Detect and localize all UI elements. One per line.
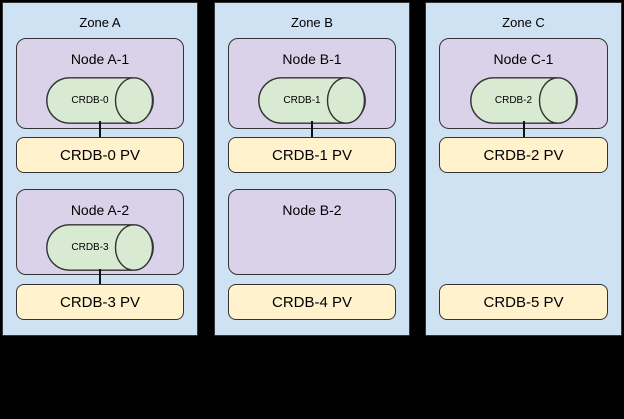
pod-crdb-3: CRDB-3 <box>46 224 154 271</box>
pod-crdb-0-label: CRDB-0 <box>71 95 109 106</box>
pv-crdb-0: CRDB-0 PV <box>16 137 184 173</box>
pod-pv-connector-b1 <box>311 121 313 138</box>
node-a-1-title: Node A-1 <box>70 51 130 67</box>
pod-crdb-1: CRDB-1 <box>258 77 366 124</box>
node-a-2-title: Node A-2 <box>70 202 130 218</box>
pod-pv-connector-a1 <box>99 121 101 138</box>
zone-a: Zone A Node A-1 CRDB-0 CRDB-0 PV Node A-… <box>2 2 198 336</box>
pod-pv-connector-a2 <box>99 269 101 285</box>
pod-crdb-2: CRDB-2 <box>469 77 578 124</box>
pod-crdb-3-label: CRDB-3 <box>71 242 109 253</box>
pv-crdb-2: CRDB-2 PV <box>439 137 608 173</box>
node-b-2-title: Node B-2 <box>282 202 342 218</box>
node-b-2: Node B-2 <box>228 189 396 275</box>
pv-crdb-5: CRDB-5 PV <box>439 284 608 320</box>
node-b-1-title: Node B-1 <box>282 51 342 67</box>
node-c-1-title: Node C-1 <box>493 51 554 67</box>
pod-crdb-1-label: CRDB-1 <box>283 95 321 106</box>
node-a-2: Node A-2 CRDB-3 <box>16 189 184 275</box>
pv-crdb-1: CRDB-1 PV <box>228 137 396 173</box>
node-c-1: Node C-1 CRDB-2 <box>439 38 608 129</box>
pv-crdb-3: CRDB-3 PV <box>16 284 184 320</box>
zone-b-title: Zone B <box>291 15 333 30</box>
pv-crdb-4: CRDB-4 PV <box>228 284 396 320</box>
pod-pv-connector-c1 <box>522 121 525 138</box>
node-b-1: Node B-1 CRDB-1 <box>228 38 396 129</box>
node-a-1: Node A-1 CRDB-0 <box>16 38 184 129</box>
pod-cylinder-icon <box>46 224 154 271</box>
zone-c: Zone C Node C-1 CRDB-2 CRDB-2 PV CRDB-5 … <box>425 2 622 336</box>
zone-c-title: Zone C <box>502 15 545 30</box>
pod-cylinder-icon <box>46 77 154 124</box>
pod-crdb-0: CRDB-0 <box>46 77 154 124</box>
pod-crdb-2-label: CRDB-2 <box>494 95 533 106</box>
pod-cylinder-icon <box>258 77 366 124</box>
zone-b: Zone B Node B-1 CRDB-1 CRDB-1 PV Node B-… <box>214 2 410 336</box>
pod-cylinder-icon <box>469 77 578 124</box>
zone-a-title: Zone A <box>79 15 121 30</box>
